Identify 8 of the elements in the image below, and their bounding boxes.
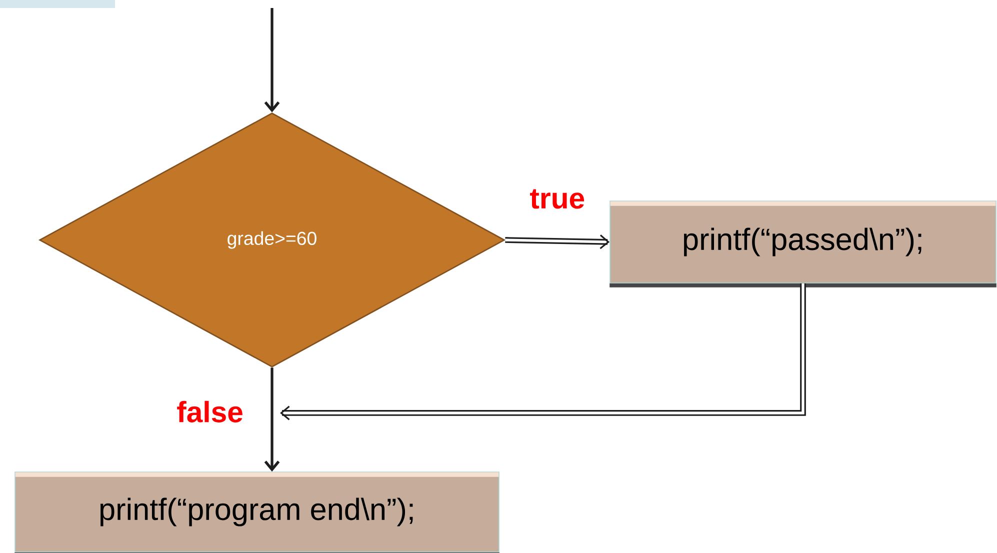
edge-label: true — [530, 189, 584, 209]
arrow — [280, 283, 806, 420]
process-box: printf(“passed\n”); — [610, 200, 996, 288]
process-box: printf(“program end\n”); — [14, 472, 500, 553]
arrow — [264, 8, 280, 112]
arrow — [264, 368, 280, 472]
arrow — [505, 234, 610, 250]
edge-label: false — [177, 400, 242, 422]
